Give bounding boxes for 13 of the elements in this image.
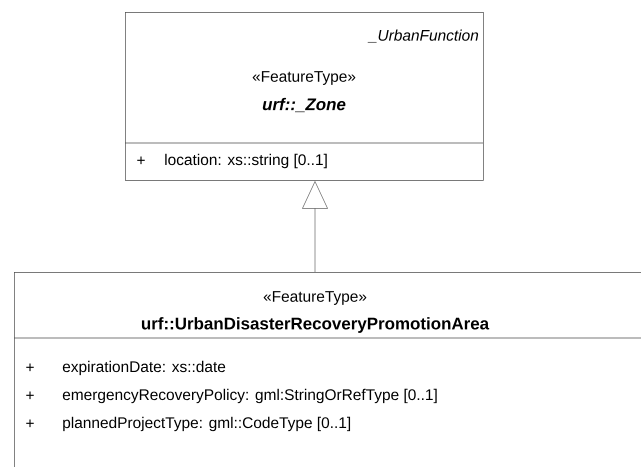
attribute-text: location: xs::string [0..1] xyxy=(165,154,327,168)
attribute-text: expirationDate: xs::date xyxy=(62,360,226,376)
stereotype-label: «FeatureType» xyxy=(264,291,366,305)
attribute-text: plannedProjectType: gml::CodeType [0..1] xyxy=(63,416,350,432)
visibility-marker: + xyxy=(26,364,34,372)
class-name: urf::_Zone xyxy=(262,98,346,112)
stereotype-label: «FeatureType» xyxy=(252,71,356,85)
attribute-text: emergencyRecoveryPolicy: gml:StringOrRefType [0..1] xyxy=(62,388,437,404)
visibility-marker: + xyxy=(137,156,145,164)
parent-class-label: _UrbanFunction xyxy=(368,29,478,43)
visibility-marker: + xyxy=(26,420,34,428)
class-name: urf::UrbanDisasterRecoveryPromotionArea xyxy=(142,317,490,333)
visibility-marker: + xyxy=(26,392,34,400)
